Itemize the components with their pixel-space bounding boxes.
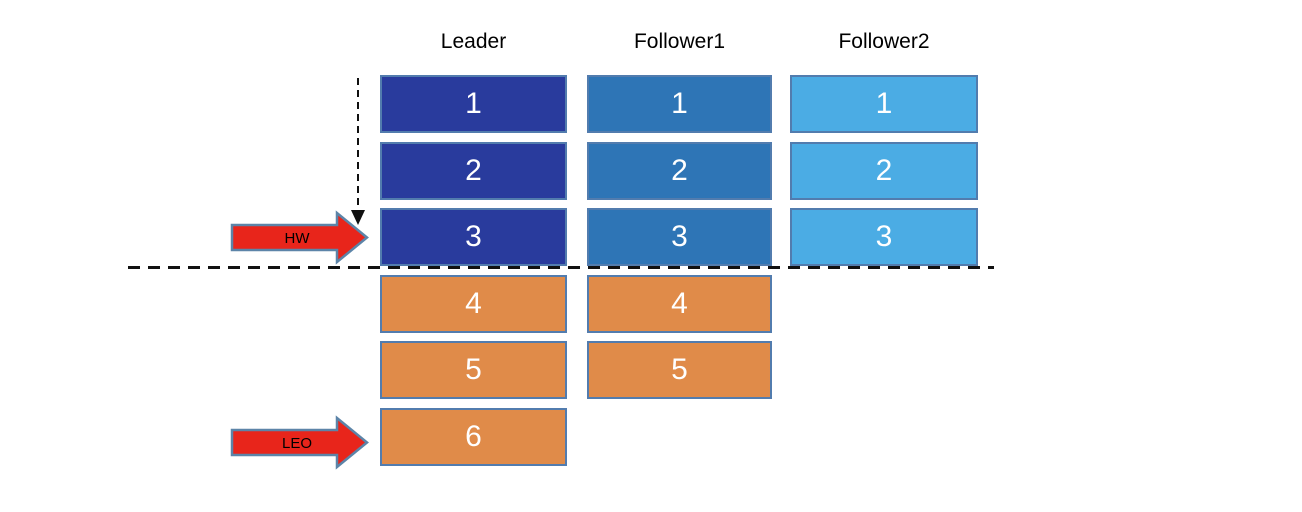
log-entry-follower2-3: 3 (790, 208, 978, 266)
leo-marker-arrow-icon: LEO (230, 415, 369, 470)
log-entry-leader-5: 5 (380, 341, 567, 399)
log-entry-leader-1: 1 (380, 75, 567, 133)
dashed-vertical-arrow-line (357, 78, 359, 210)
log-entry-follower1-1: 1 (587, 75, 772, 133)
log-entry-follower1-5: 5 (587, 341, 772, 399)
log-entry-follower2-1: 1 (790, 75, 978, 133)
column-header-follower2: Follower2 (838, 30, 930, 53)
log-entry-leader-6: 6 (380, 408, 567, 466)
log-entry-follower2-2: 2 (790, 142, 978, 200)
column-header-follower1: Follower1 (633, 30, 726, 53)
log-entry-follower1-2: 2 (587, 142, 772, 200)
log-entry-follower1-3: 3 (587, 208, 772, 266)
log-entry-leader-2: 2 (380, 142, 567, 200)
high-watermark-dashed-line (128, 266, 994, 269)
leo-marker-label: LEO (282, 435, 312, 452)
log-entry-follower1-4: 4 (587, 275, 772, 333)
column-header-leader: Leader (440, 30, 507, 53)
hw-marker-arrow-icon: HW (230, 210, 369, 265)
log-entry-leader-3: 3 (380, 208, 567, 266)
dashed-vertical-arrowhead-icon (351, 210, 365, 225)
log-entry-leader-4: 4 (380, 275, 567, 333)
hw-marker-label: HW (285, 230, 311, 247)
